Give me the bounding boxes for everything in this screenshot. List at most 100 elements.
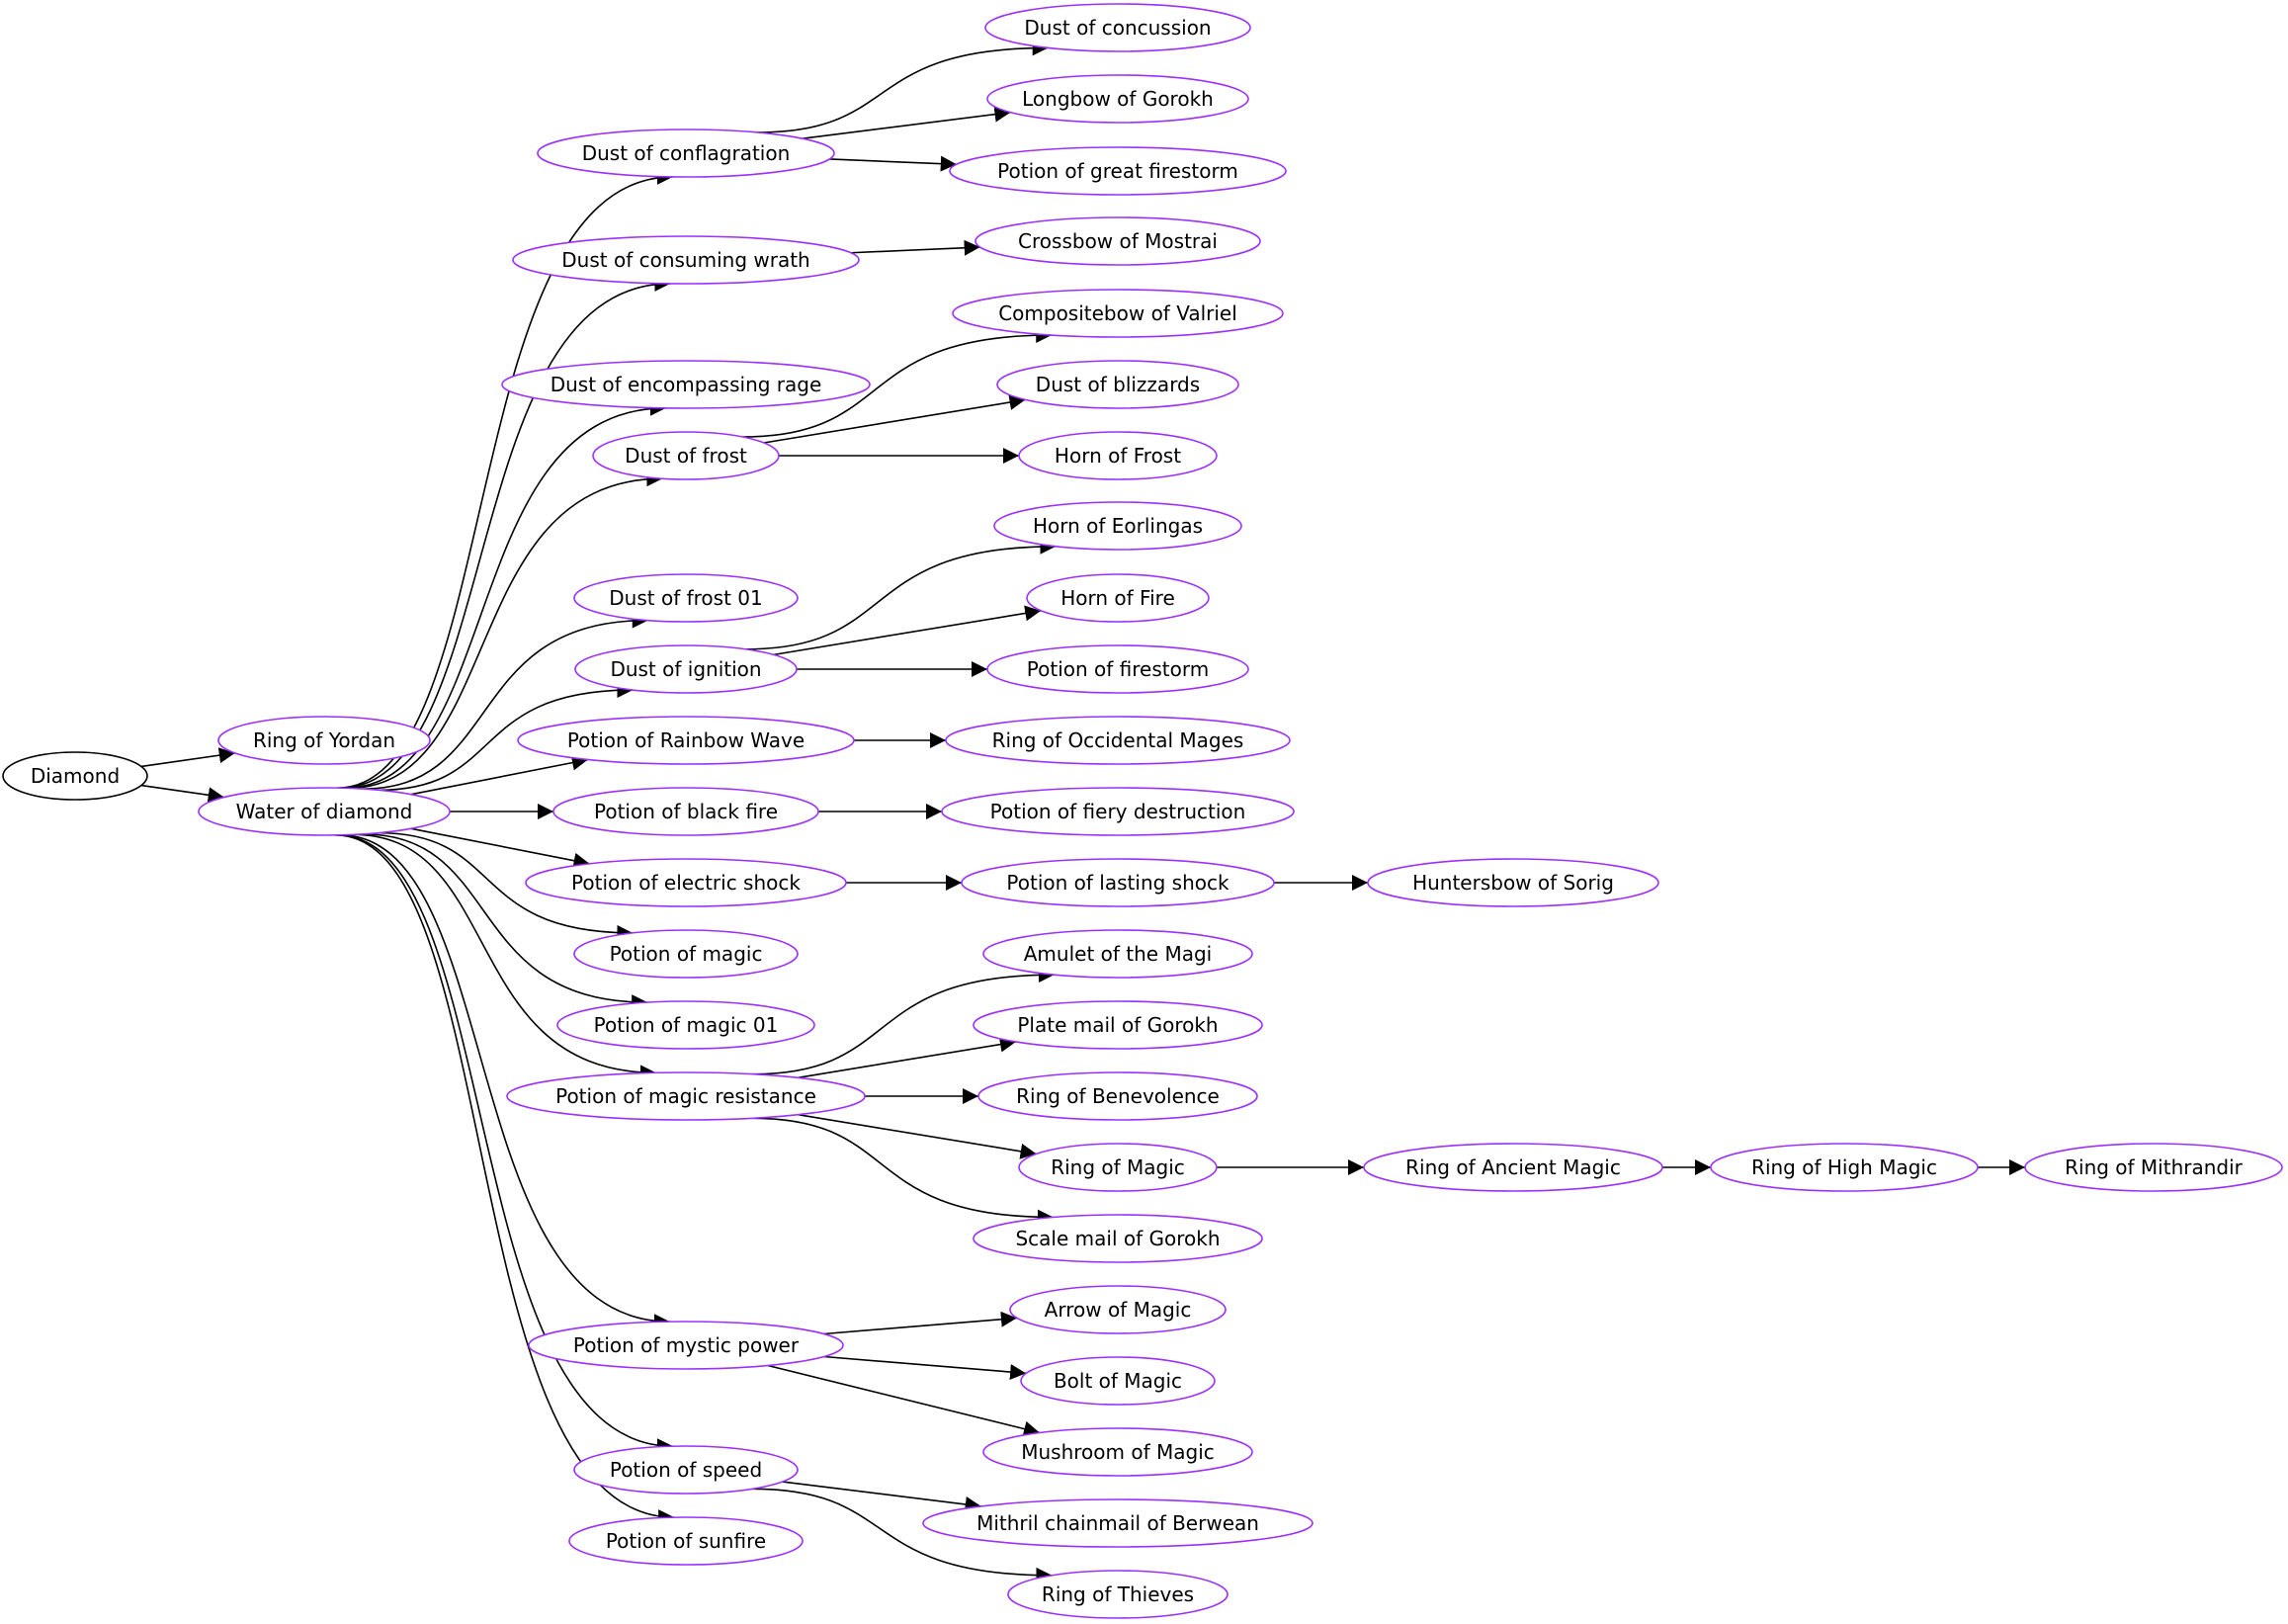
node-arrow: Arrow of Magic — [1009, 1285, 1227, 1334]
node-label: Ring of Ancient Magic — [1405, 1155, 1621, 1179]
node-label: Dust of frost 01 — [609, 586, 762, 610]
node-pot-elec: Potion of electric shock — [525, 858, 847, 907]
node-label: Arrow of Magic — [1045, 1298, 1192, 1322]
node-pot-magic01: Potion of magic 01 — [556, 1000, 815, 1050]
node-ellipse — [945, 716, 1291, 765]
edge-water-to-pot_rainbow — [410, 754, 589, 796]
edge-pot_mystic-to-mushroom — [767, 1364, 1041, 1437]
node-ellipse — [949, 146, 1287, 196]
node-pot-blackfire: Potion of black fire — [552, 787, 819, 836]
node-ellipse — [922, 1498, 1313, 1548]
node-plate: Plate mail of Gorokh — [973, 1000, 1263, 1050]
node-pot-magic: Potion of magic — [573, 929, 799, 979]
node-label: Amulet of the Magi — [1024, 942, 1212, 966]
node-label: Ring of Yordan — [253, 728, 395, 752]
node-dust-frost: Dust of frost — [592, 431, 780, 480]
node-ellipse — [973, 1000, 1263, 1050]
edge-water-to-pot_mystic — [340, 834, 670, 1330]
node-ellipse — [592, 431, 780, 480]
node-label: Potion of magic — [610, 942, 763, 966]
node-label: Compositebow of Valriel — [998, 301, 1237, 325]
node-ellipse — [977, 1071, 1258, 1121]
node-label: Potion of magic resistance — [555, 1084, 816, 1108]
node-label: Huntersbow of Sorig — [1412, 871, 1614, 895]
edge-dust_frost-to-compositebow — [742, 327, 1053, 438]
node-label: Horn of Fire — [1060, 586, 1175, 610]
node-diamond: Diamond — [2, 751, 148, 801]
node-label: Potion of Rainbow Wave — [567, 728, 805, 752]
edge-water-to-pot_magic — [378, 831, 634, 941]
node-ring-occidental: Ring of Occidental Mages — [945, 716, 1291, 765]
node-label: Potion of black fire — [594, 800, 778, 823]
node-dust-encomp: Dust of encompassing rage — [501, 360, 871, 409]
node-label: Potion of lasting shock — [1006, 871, 1229, 895]
node-label: Potion of speed — [610, 1458, 762, 1482]
node-pot-lasting: Potion of lasting shock — [961, 858, 1275, 907]
node-ellipse — [975, 216, 1261, 266]
edge-pot_speed-to-ring_thieves — [752, 1488, 1053, 1583]
node-label: Dust of concussion — [1024, 16, 1211, 40]
node-label: Horn of Frost — [1055, 444, 1181, 468]
node-label: Scale mail of Gorokh — [1015, 1227, 1220, 1250]
node-dust-frost01: Dust of frost 01 — [573, 573, 799, 623]
node-label: Water of diamond — [236, 800, 413, 823]
node-label: Mithril chainmail of Berwean — [976, 1511, 1259, 1535]
edge-water-to-dust_ign — [378, 682, 634, 792]
node-horn-frost: Horn of Frost — [1018, 431, 1218, 480]
node-ellipse — [986, 644, 1249, 694]
node-longbow: Longbow of Gorokh — [986, 74, 1249, 124]
edge-pot_mystic-to-bolt — [823, 1355, 1027, 1381]
node-ellipse — [986, 74, 1249, 124]
node-ellipse — [573, 573, 799, 623]
edge-pot_magres-to-amulet — [752, 967, 1055, 1075]
node-ellipse — [941, 787, 1295, 836]
node-ellipse — [982, 929, 1253, 979]
node-label: Mushroom of Magic — [1021, 1440, 1215, 1464]
node-label: Potion of magic 01 — [594, 1013, 779, 1037]
node-ring-ancient: Ring of Ancient Magic — [1363, 1143, 1663, 1192]
node-pot-magres: Potion of magic resistance — [506, 1071, 866, 1121]
edge-water-to-dust_encomp — [344, 399, 666, 790]
node-dust-concussion: Dust of concussion — [984, 3, 1251, 52]
edge-diamond-to-water — [140, 784, 224, 804]
node-ellipse — [1018, 1143, 1218, 1192]
node-pot-speed: Potion of speed — [573, 1445, 799, 1495]
edge-pot_magres-to-ring_magic — [798, 1113, 1037, 1159]
node-crossbow: Crossbow of Mostrai — [975, 216, 1261, 266]
node-label: Longbow of Gorokh — [1022, 87, 1214, 111]
graph-edges — [140, 40, 2025, 1583]
node-pot-rainbow: Potion of Rainbow Wave — [517, 716, 855, 765]
node-ellipse — [573, 1445, 799, 1495]
node-label: Potion of sunfire — [606, 1529, 766, 1553]
node-label: Plate mail of Gorokh — [1017, 1013, 1218, 1037]
node-pot-sunfire: Potion of sunfire — [568, 1516, 804, 1566]
node-ring-high: Ring of High Magic — [1710, 1143, 1979, 1192]
edge-dust_ign-to-horn_fire — [773, 605, 1042, 656]
node-ellipse — [1009, 1285, 1227, 1334]
node-ellipse — [517, 716, 855, 765]
node-label: Ring of Thieves — [1042, 1582, 1194, 1606]
node-amulet: Amulet of the Magi — [982, 929, 1253, 979]
edge-diamond-to-ring_yordan — [140, 747, 235, 768]
edge-pot_mystic-to-arrow — [823, 1311, 1017, 1335]
node-label: Bolt of Magic — [1054, 1369, 1182, 1393]
node-label: Ring of High Magic — [1751, 1155, 1937, 1179]
node-ring-magic: Ring of Magic — [1018, 1143, 1218, 1192]
node-ring-yordan: Ring of Yordan — [217, 716, 431, 765]
node-ellipse — [982, 1427, 1253, 1477]
node-ellipse — [1020, 1356, 1216, 1406]
node-label: Potion of mystic power — [573, 1333, 800, 1357]
node-ellipse — [501, 360, 871, 409]
node-pot-fiery: Potion of fiery destruction — [941, 787, 1295, 836]
node-ellipse — [1007, 1570, 1229, 1619]
node-label: Dust of conflagration — [582, 141, 791, 165]
edge-water-to-pot_elec — [410, 827, 590, 869]
node-ellipse — [961, 858, 1275, 907]
node-ellipse — [1363, 1143, 1663, 1192]
node-huntersbow: Huntersbow of Sorig — [1367, 858, 1659, 907]
node-label: Dust of consuming wrath — [561, 248, 809, 272]
node-bolt: Bolt of Magic — [1020, 1356, 1216, 1406]
edge-water-to-pot_magic01 — [362, 833, 648, 1011]
node-ellipse — [573, 929, 799, 979]
